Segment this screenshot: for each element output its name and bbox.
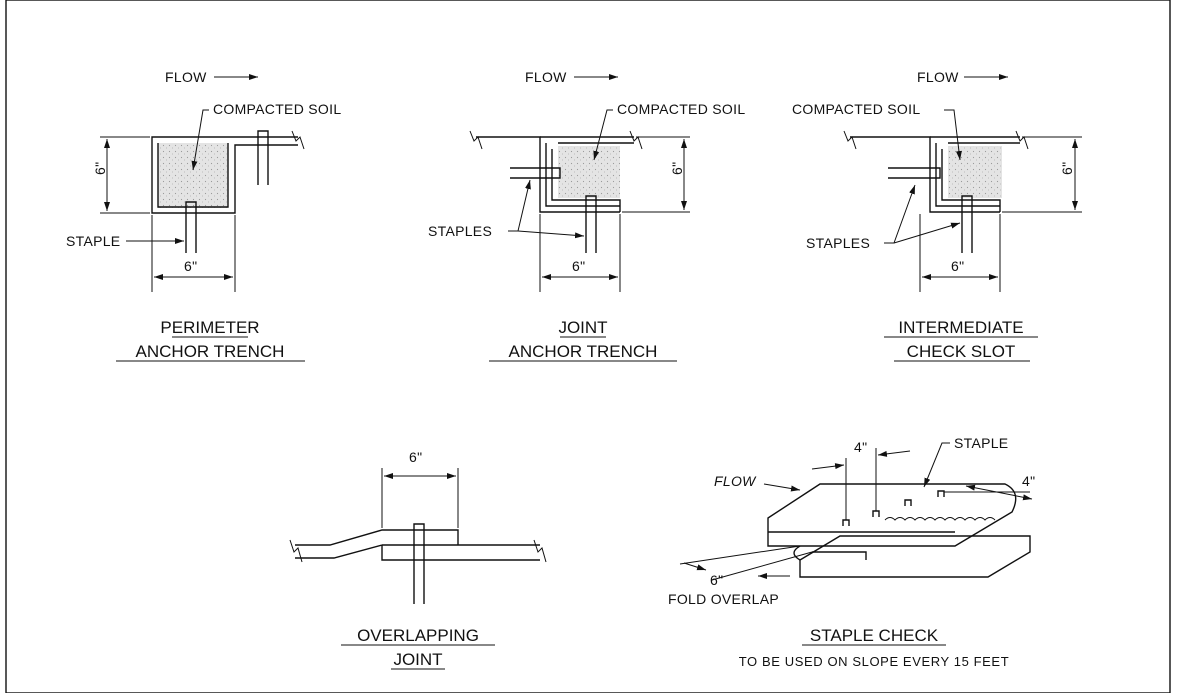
lower-sheet-bottom [381, 545, 540, 561]
upper-sheet-bottom [295, 544, 383, 559]
break-line-left [843, 130, 857, 150]
spacing-b-label: 4" [1022, 473, 1035, 489]
staple-top [257, 130, 269, 185]
staple-check-detail: FLOW 4" 4" STAPLE 6" FOLD OVERLAP [668, 435, 1035, 669]
width-label: 6" [951, 258, 964, 274]
title: STAPLE CHECK [810, 626, 939, 645]
staple-mark [872, 510, 880, 517]
overlap-dim-label: 6" [710, 572, 723, 588]
overlapping-joint-detail: 6" OVERLAPPING JOINT [289, 449, 547, 670]
break-line-right [533, 539, 547, 563]
flow-label: FLOW [917, 69, 959, 85]
depth-label: 6" [669, 162, 685, 175]
staple-leader [923, 442, 950, 488]
width-label: 6" [409, 449, 422, 465]
fold-curve [793, 545, 801, 561]
width-label: 6" [184, 258, 197, 274]
staples-label: STAPLES [428, 223, 492, 239]
staples-leader-2 [893, 222, 961, 244]
flow-arrow [763, 483, 801, 492]
title-line-1: INTERMEDIATE [898, 318, 1023, 337]
title-line-2: ANCHOR TRENCH [136, 342, 285, 361]
break-line-left [289, 539, 303, 563]
staples-leader-2 [517, 230, 585, 239]
compacted-soil-fill [558, 146, 620, 198]
staples-label: STAPLES [806, 235, 870, 251]
title-line-2: CHECK SLOT [907, 342, 1016, 361]
break-line [291, 130, 305, 150]
dim-ext [711, 551, 813, 581]
staple-row [884, 517, 996, 521]
staple-bottom [585, 195, 597, 253]
dim-ext [679, 545, 801, 565]
staple-side [510, 167, 561, 179]
compacted-soil-fill [948, 146, 1002, 198]
staple-mark [904, 499, 912, 506]
sheet-border [5, 0, 1171, 693]
title-line-1: JOINT [558, 318, 607, 337]
break-line-left [469, 130, 483, 150]
trench-liner [151, 136, 298, 214]
flow-label: FLOW [714, 473, 757, 489]
flow-label: FLOW [165, 69, 207, 85]
staple [413, 523, 425, 604]
soil-leader [191, 109, 209, 171]
title-line-2: JOINT [393, 650, 442, 669]
compacted-soil-label: COMPACTED SOIL [617, 101, 745, 117]
soil-leader [944, 109, 962, 161]
title-line-1: OVERLAPPING [357, 626, 479, 645]
compacted-soil-label: COMPACTED SOIL [792, 101, 920, 117]
upper-sheet-top [295, 529, 459, 546]
staple-label: STAPLE [66, 233, 120, 249]
spacing-dim-left [811, 463, 845, 470]
spacing-dim-right [877, 450, 911, 457]
title-line-1: PERIMETER [160, 318, 259, 337]
trench-liner-inner [157, 143, 229, 208]
depth-label: 6" [92, 162, 108, 175]
fold-tab [812, 551, 867, 560]
break-line-right [1015, 130, 1029, 150]
staple-label: STAPLE [954, 435, 1008, 451]
lower-sheet [799, 535, 1031, 578]
fold-overlap-label: FOLD OVERLAP [668, 591, 779, 607]
flow-label: FLOW [525, 69, 567, 85]
width-label: 6" [572, 258, 585, 274]
liner-lower [941, 149, 1001, 212]
liner-upper-outer [476, 136, 620, 213]
compacted-soil-fill [158, 143, 228, 208]
compacted-soil-label: COMPACTED SOIL [213, 101, 341, 117]
staple-bottom [961, 195, 973, 253]
intermediate-check-slot-detail: FLOW COMPACTED SOIL 6" STAPLES 6" INTERM… [792, 69, 1082, 362]
staples-leader-1 [508, 179, 531, 232]
staples-leader-1 [884, 184, 916, 244]
usage-note: TO BE USED ON SLOPE EVERY 15 FEET [739, 654, 1010, 669]
soil-leader [593, 109, 613, 161]
overlap-dim [683, 562, 707, 571]
title-line-2: ANCHOR TRENCH [509, 342, 658, 361]
staple-side [888, 167, 941, 179]
break-line-right [629, 130, 643, 150]
perimeter-anchor-trench-detail: FLOW COMPACTED SOIL 6" STAPLE 6" PERIMET… [66, 69, 341, 362]
liner-upper-outer [850, 136, 1000, 213]
staple-mark [842, 519, 850, 526]
depth-label: 6" [1059, 162, 1075, 175]
staple-bottom [185, 201, 197, 253]
liner-upper-inner [935, 143, 1000, 207]
joint-anchor-trench-detail: FLOW COMPACTED SOIL 6" STAPLES 6" JOINT … [428, 69, 745, 362]
spacing-a-label: 4" [854, 439, 867, 455]
staple-mark [937, 490, 945, 497]
spacing-dim-b [965, 484, 1033, 501]
